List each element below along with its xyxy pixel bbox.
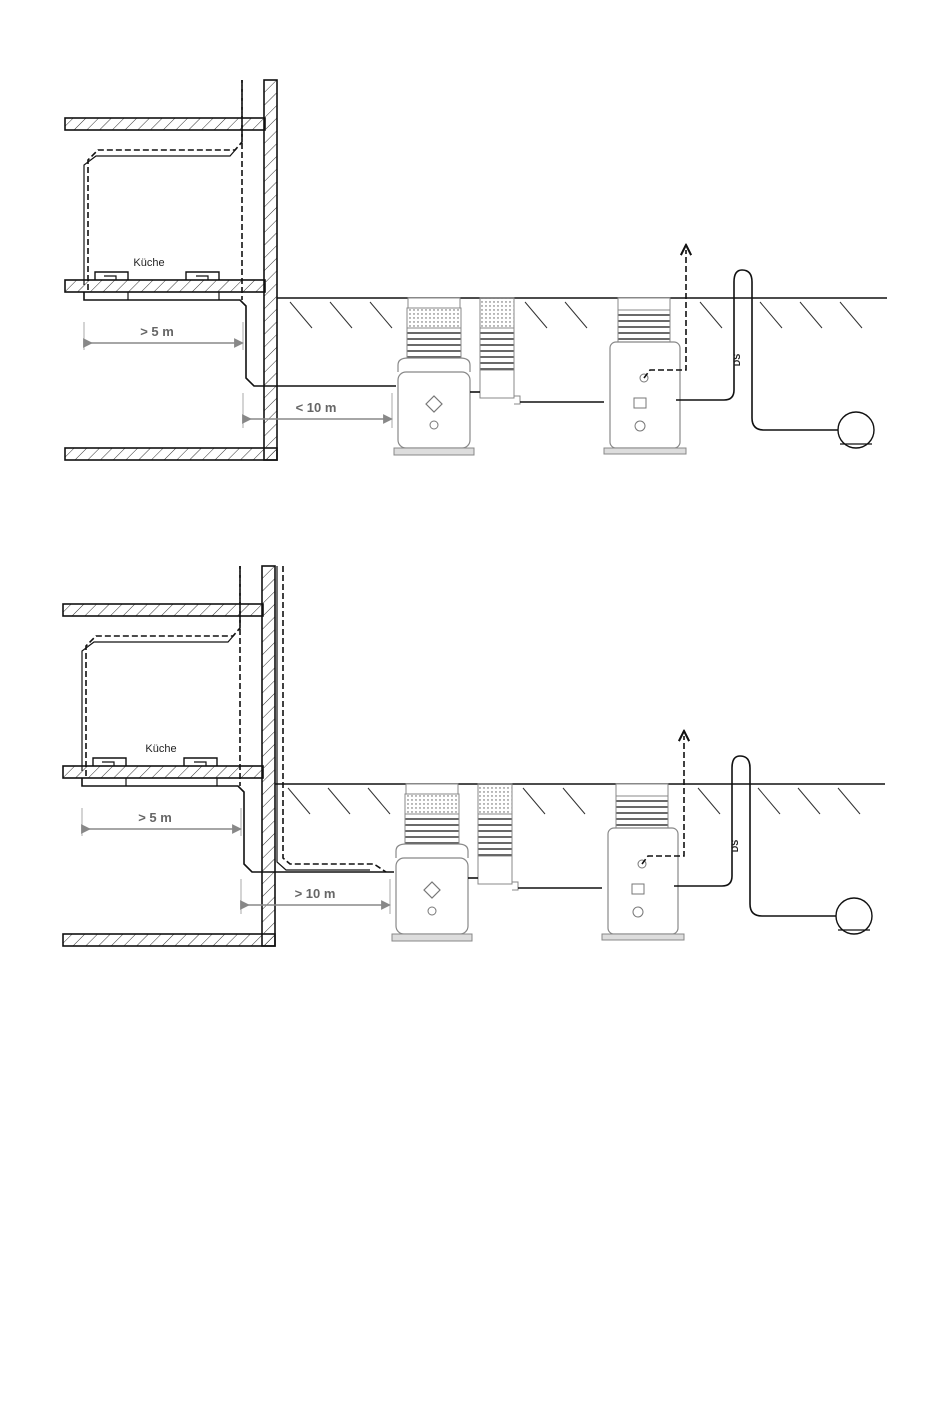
dimension-horizontal-label: > 5 m: [138, 810, 172, 825]
separator-vent-line: [283, 566, 386, 872]
diagram-1: Küche > 5 m < 10 m DS: [65, 80, 887, 460]
dimension-distance-label: > 10 m: [295, 886, 336, 901]
dimension-distance-label: < 10 m: [296, 400, 337, 415]
room-label: Küche: [145, 743, 176, 755]
separator-vent-inner-line: [277, 566, 370, 870]
ds-label: DS: [730, 840, 740, 853]
dimension-horizontal-label: > 5 m: [140, 324, 174, 339]
diagram-2: Küche > 5 m > 10 m DS: [63, 566, 885, 946]
room-label: Küche: [133, 257, 164, 269]
ds-label: DS: [732, 354, 742, 367]
